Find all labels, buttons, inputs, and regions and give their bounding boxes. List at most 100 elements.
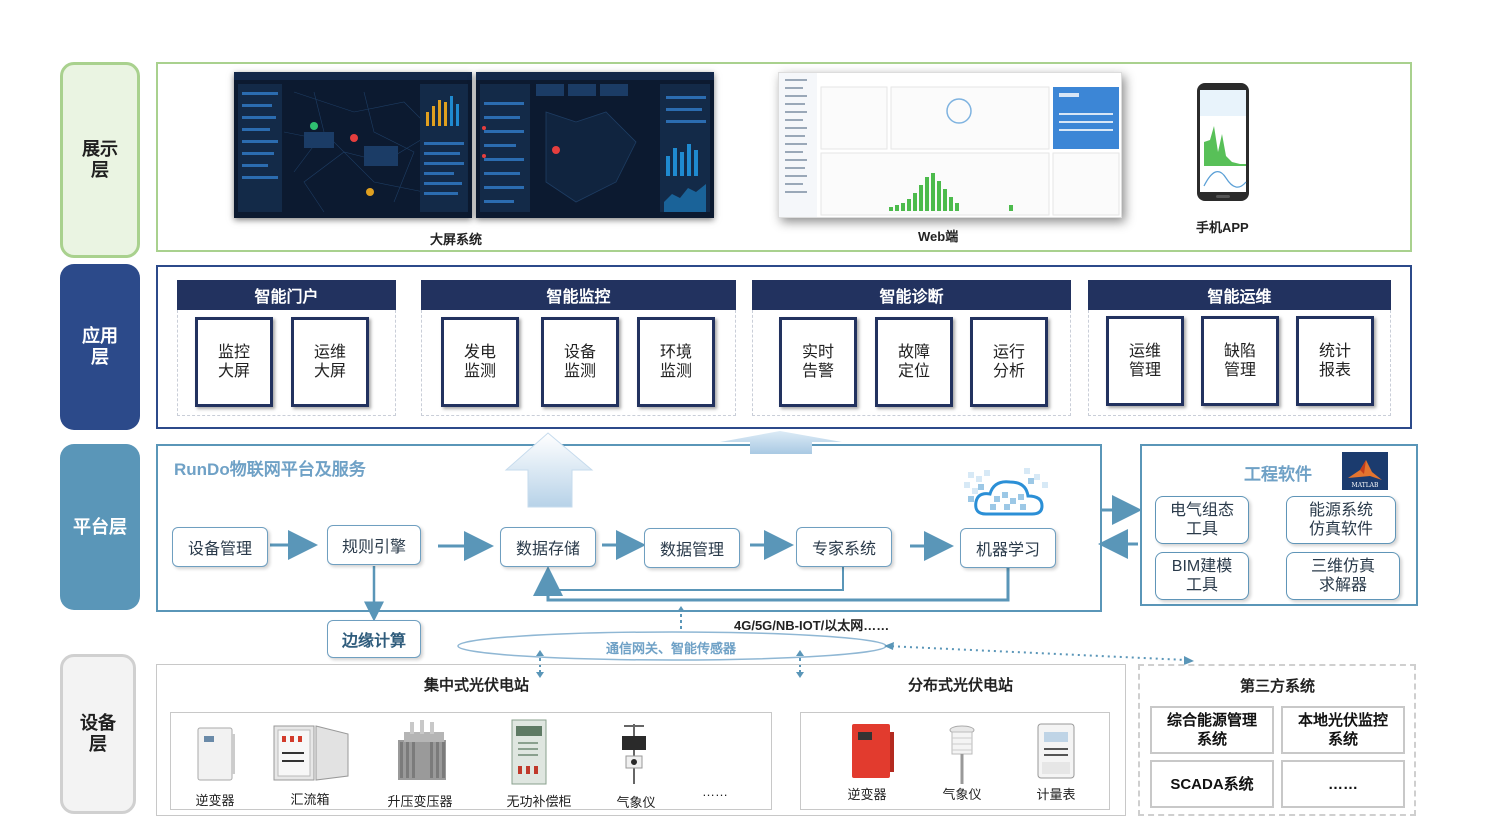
layer-label-device-text: 设备层 <box>80 713 116 754</box>
transformer-icon <box>398 720 446 780</box>
app-group-frame-diagnosis <box>752 310 1071 416</box>
layer-label-display: 展示层 <box>60 62 140 258</box>
big-screen-map-illustration <box>234 72 472 218</box>
third-party-title: 第三方系统 <box>1240 678 1316 695</box>
eng-label: 能源系统仿真软件 <box>1308 502 1373 538</box>
node-data-management[interactable]: 数据管理 <box>644 528 740 568</box>
module-label: 环境监测 <box>659 344 692 380</box>
module-label: 故障定位 <box>897 344 930 380</box>
module-fault-location[interactable]: 故障定位 <box>875 317 953 407</box>
module-label: 监控大屏 <box>217 344 250 380</box>
layer-label-platform: 平台层 <box>60 444 140 610</box>
eng-label: BIM建模工具 <box>1171 558 1233 594</box>
application-layer-frame <box>156 265 1412 429</box>
third-party-label: …… <box>1328 775 1358 793</box>
distributed-devices-frame <box>800 712 1110 810</box>
node-data-storage[interactable]: 数据存储 <box>500 527 596 567</box>
distributed-station-title: 分布式光伏电站 <box>908 677 1014 694</box>
module-monitor-big-screen[interactable]: 监控大屏 <box>195 317 273 407</box>
node-expert-system[interactable]: 专家系统 <box>796 527 892 567</box>
module-environment-monitoring[interactable]: 环境监测 <box>637 317 715 407</box>
eng-energy-simulation-software[interactable]: 能源系统仿真软件 <box>1286 496 1396 544</box>
module-ops-management[interactable]: 运维管理 <box>1106 316 1184 406</box>
app-group-header-monitoring: 智能监控 <box>421 280 736 310</box>
third-party-label: SCADA系统 <box>1170 775 1254 793</box>
eng-3d-simulation-solver[interactable]: 三维仿真求解器 <box>1286 552 1400 600</box>
module-operation-analysis[interactable]: 运行分析 <box>970 317 1048 407</box>
cloud-icon <box>964 468 1052 522</box>
third-party-more[interactable]: …… <box>1281 760 1405 808</box>
big-screen-dashboard-illustration <box>476 72 714 218</box>
third-party-label: 综合能源管理系统 <box>1166 712 1257 748</box>
web-caption: Web端 <box>918 229 959 244</box>
gateway-label: 通信网关、智能传感器 <box>606 641 737 656</box>
module-ops-big-screen[interactable]: 运维大屏 <box>291 317 369 407</box>
layer-label-platform-text: 平台层 <box>73 516 127 537</box>
big-screen-mockup-right <box>476 72 714 218</box>
network-label: 4G/5G/NB-IOT/以太网…… <box>734 618 890 633</box>
layer-label-application-text: 应用层 <box>82 326 118 367</box>
engineering-software-frame <box>1140 444 1418 606</box>
app-group-header-portal: 智能门户 <box>177 280 396 310</box>
distributed-inverter-icon <box>852 724 894 778</box>
module-label: 统计报表 <box>1318 343 1351 379</box>
module-label: 运维管理 <box>1128 343 1161 379</box>
weather-station-icon <box>622 724 646 784</box>
module-label: 缺陷管理 <box>1223 343 1256 379</box>
web-dashboard-illustration <box>779 73 1121 217</box>
layer-label-display-text: 展示层 <box>82 139 118 180</box>
module-generation-monitoring[interactable]: 发电监测 <box>441 317 519 407</box>
third-party-local-pv-monitoring[interactable]: 本地光伏监控系统 <box>1281 706 1405 754</box>
app-group-header-operations: 智能运维 <box>1088 280 1391 310</box>
module-label: 实时告警 <box>801 344 834 380</box>
module-statistics-report[interactable]: 统计报表 <box>1296 316 1374 406</box>
eng-label: 电气组态工具 <box>1169 502 1234 538</box>
edge-computing-box[interactable]: 边缘计算 <box>327 620 421 658</box>
platform-title: RunDo物联网平台及服务 <box>174 460 366 479</box>
mobile-phone-mockup <box>1196 82 1250 202</box>
eng-electrical-config-tool[interactable]: 电气组态工具 <box>1155 496 1249 544</box>
module-label: 设备监测 <box>563 344 596 380</box>
combiner-box-icon <box>273 725 349 781</box>
app-group-frame-monitoring <box>421 310 736 416</box>
module-device-monitoring[interactable]: 设备监测 <box>541 317 619 407</box>
layer-label-application: 应用层 <box>60 264 140 430</box>
app-group-frame-portal <box>177 310 396 416</box>
distributed-caption-weather-station: 气象仪 <box>942 787 982 802</box>
device-layer-frame <box>156 664 1126 816</box>
device-caption-weather-station: 气象仪 <box>616 795 656 810</box>
centralized-station-title: 集中式光伏电站 <box>424 677 530 694</box>
device-caption-inverter: 逆变器 <box>195 793 235 808</box>
module-label: 运行分析 <box>992 344 1025 380</box>
platform-layer-frame <box>156 444 1102 612</box>
compensation-cabinet-icon <box>511 719 547 785</box>
device-caption-more: …… <box>702 784 728 799</box>
matlab-logo-icon: MATLAB <box>1342 452 1388 490</box>
third-party-integrated-energy-system[interactable]: 综合能源管理系统 <box>1150 706 1274 754</box>
eng-bim-modeling-tool[interactable]: BIM建模工具 <box>1155 552 1249 600</box>
app-group-frame-operations <box>1088 310 1391 416</box>
module-defect-management[interactable]: 缺陷管理 <box>1201 316 1279 406</box>
third-party-frame <box>1138 664 1416 816</box>
device-caption-combiner-box: 汇流箱 <box>290 792 330 807</box>
node-device-management[interactable]: 设备管理 <box>172 527 268 567</box>
energy-meter-icon <box>1037 723 1075 779</box>
device-caption-transformer: 升压变压器 <box>387 794 453 809</box>
display-layer-frame <box>156 62 1412 252</box>
module-realtime-alarm[interactable]: 实时告警 <box>779 317 857 407</box>
device-caption-compensation-cabinet: 无功补偿柜 <box>506 794 572 809</box>
inverter-icon <box>197 727 235 781</box>
eng-label: 三维仿真求解器 <box>1310 558 1375 594</box>
layer-label-device: 设备层 <box>60 654 136 814</box>
centralized-devices-frame <box>170 712 772 810</box>
engineering-software-title: 工程软件 <box>1244 465 1312 484</box>
third-party-scada-system[interactable]: SCADA系统 <box>1150 760 1274 808</box>
node-rule-engine[interactable]: 规则引擎 <box>327 525 421 565</box>
app-group-header-diagnosis: 智能诊断 <box>752 280 1071 310</box>
web-mockup <box>778 72 1122 218</box>
module-label: 发电监测 <box>463 344 496 380</box>
node-machine-learning[interactable]: 机器学习 <box>960 528 1056 568</box>
mobile-caption: 手机APP <box>1196 220 1249 235</box>
